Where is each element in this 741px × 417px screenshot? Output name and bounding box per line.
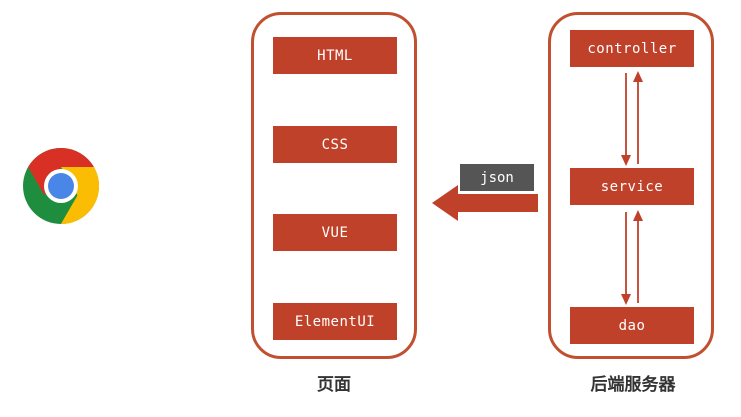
frontend-item-elementui: ElementUI: [273, 303, 397, 340]
frontend-item-html: HTML: [273, 37, 397, 74]
chrome-browser-icon: [22, 147, 100, 225]
frontend-item-css: CSS: [273, 126, 397, 163]
backend-item-service: service: [570, 168, 694, 205]
backend-item-controller: controller: [570, 30, 694, 67]
json-label: json: [460, 164, 534, 191]
frontend-item-vue: VUE: [273, 214, 397, 251]
backend-caption: 后端服务器: [590, 375, 676, 395]
backend-item-dao: dao: [570, 307, 694, 344]
frontend-caption: 页面: [317, 375, 351, 395]
